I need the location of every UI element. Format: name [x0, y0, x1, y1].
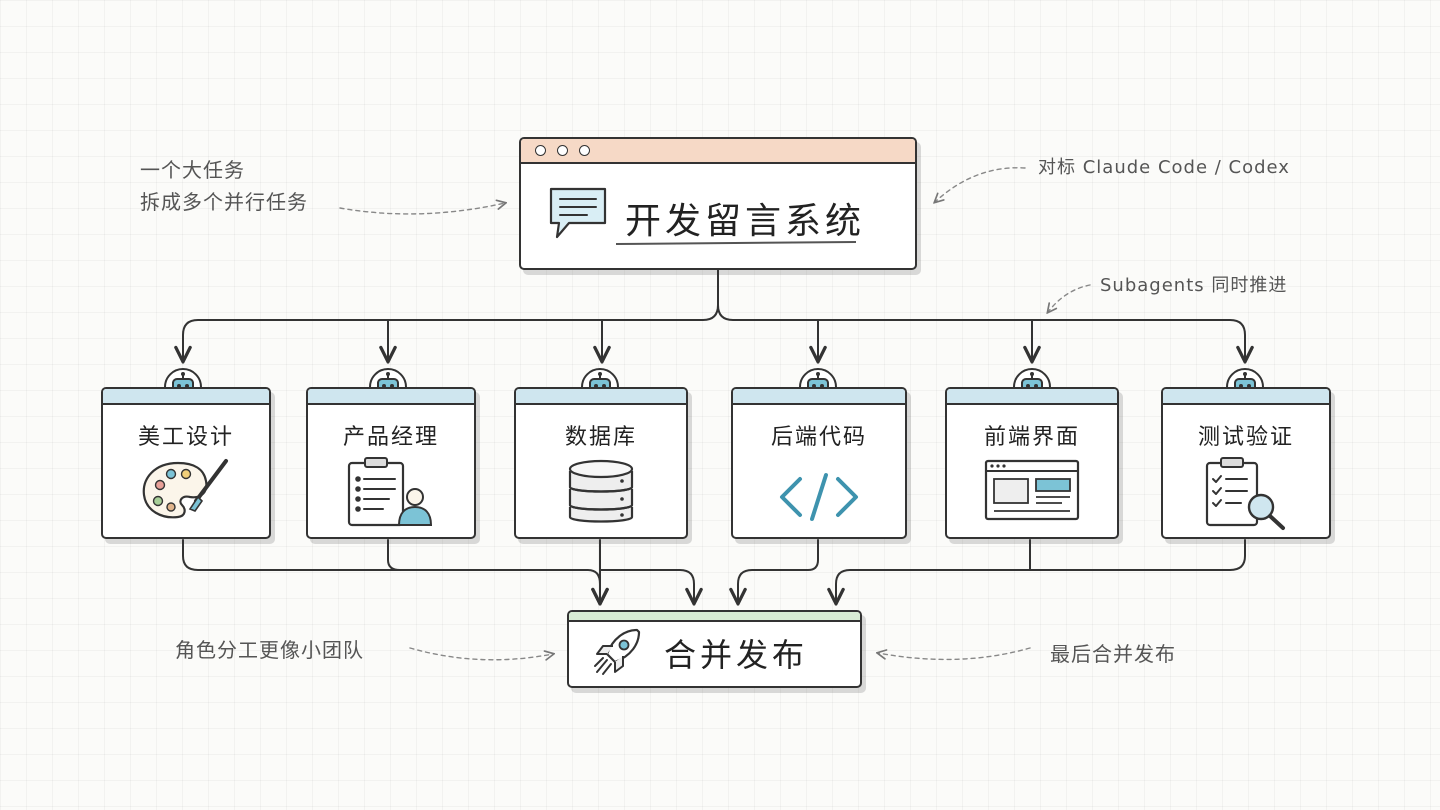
agent-card-bar [103, 389, 269, 405]
merge-window-bar [569, 612, 860, 622]
window-control-dot [535, 145, 546, 156]
database-icon [568, 459, 634, 523]
merge-release-window: 合并发布 [567, 610, 862, 688]
agent-card-bar [516, 389, 686, 405]
clipboard-person-icon [347, 457, 433, 527]
annotation-bottom-left: 角色分工更像小团队 [175, 638, 364, 662]
annotation-bottom-right: 最后合并发布 [1050, 642, 1176, 666]
agent-label: 前端界面 [983, 425, 1080, 450]
main-task-window: 开发留言系统 [519, 137, 917, 270]
window-control-dot [579, 145, 590, 156]
merge-release-label: 合并发布 [664, 636, 809, 674]
agent-card-bar [733, 389, 905, 405]
browser-window-icon [984, 459, 1080, 521]
annotation-top-left-line1: 一个大任务 [140, 158, 245, 182]
annotation-top-left: 一个大任务 拆成多个并行任务 [140, 154, 308, 218]
agent-card-bar [1163, 389, 1329, 405]
window-control-dot [557, 145, 568, 156]
agent-card-bar [947, 389, 1117, 405]
window-title-bar [521, 139, 915, 164]
agent-card-bar [308, 389, 474, 405]
agent-label: 产品经理 [342, 425, 439, 450]
palette-icon [142, 459, 228, 519]
agent-label: 数据库 [564, 425, 637, 450]
checklist-magnifier-icon [1205, 457, 1285, 530]
code-icon [780, 473, 858, 521]
rocket-icon [594, 628, 641, 675]
agent-card-database: 数据库 [514, 387, 688, 539]
agent-card-backend: 后端代码 [731, 387, 907, 539]
agent-card-product: 产品经理 [306, 387, 476, 539]
annotation-middle-right: Subagents 同时推进 [1100, 275, 1288, 296]
agent-card-testing: 测试验证 [1161, 387, 1331, 539]
agent-card-design: 美工设计 [101, 387, 271, 539]
chat-bubble-icon [549, 187, 607, 239]
agent-label: 后端代码 [770, 425, 867, 450]
annotation-top-right: 对标 Claude Code / Codex [1038, 157, 1290, 178]
main-task-title: 开发留言系统 [625, 201, 866, 242]
agent-label: 测试验证 [1197, 425, 1294, 450]
agent-label: 美工设计 [137, 425, 234, 450]
annotation-top-left-line2: 拆成多个并行任务 [140, 190, 308, 214]
agent-card-frontend: 前端界面 [945, 387, 1119, 539]
